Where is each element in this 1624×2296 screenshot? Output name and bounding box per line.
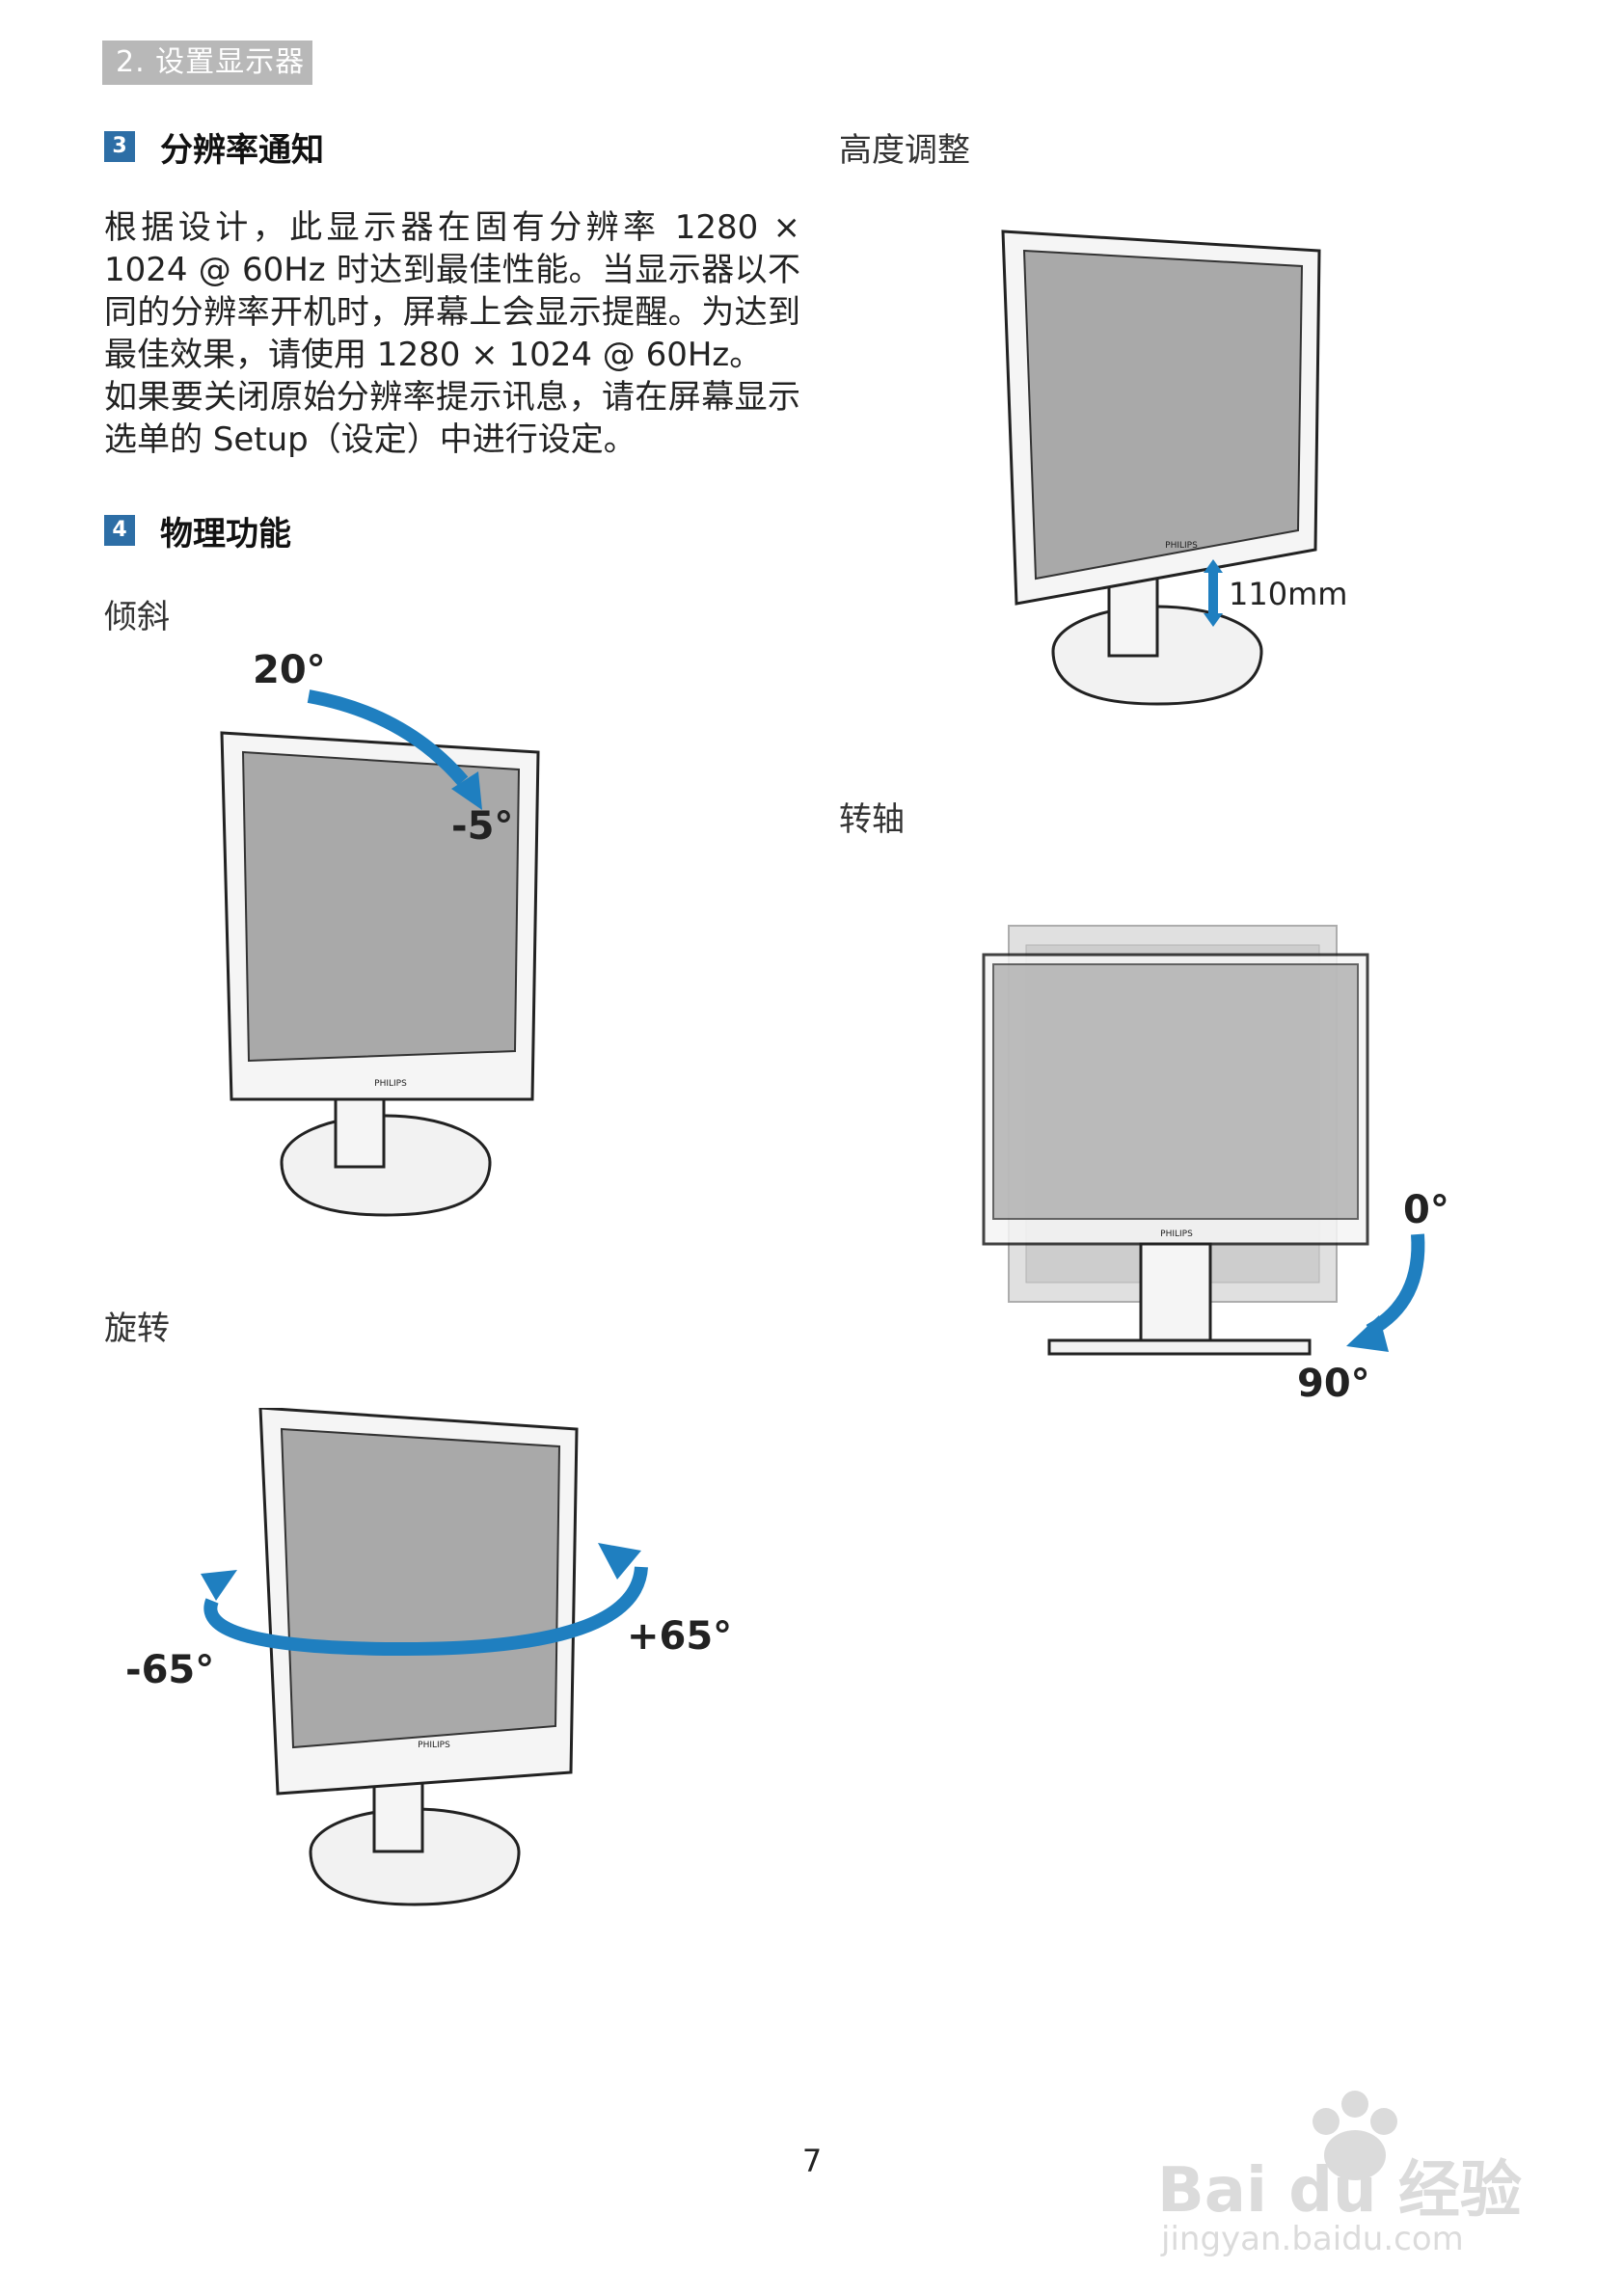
resolution-paragraph-2: 如果要关闭原始分辨率提示讯息，请在屏幕显示选单的 Setup（设定）中进行设定。 xyxy=(104,378,800,459)
paw-logo-icon xyxy=(1313,2091,1397,2180)
pivot-angle-end: 90° xyxy=(1297,1362,1370,1406)
pivot-illustration: PHILIPS 0° 90° xyxy=(982,925,1449,1406)
section-title-physical: 物理功能 xyxy=(160,515,291,554)
chapter-tab: 2. 设置显示器 xyxy=(102,41,312,85)
height-range: 110mm xyxy=(1229,576,1347,612)
swivel-illustration: PHILIPS -65° +65° xyxy=(125,1408,732,1906)
swivel-angle-right: +65° xyxy=(627,1614,732,1659)
swivel-angle-left: -65° xyxy=(125,1648,214,1692)
watermark: Bai du 经验 jingyan.baidu.com xyxy=(1157,2064,1562,2258)
pivot-label: 转轴 xyxy=(839,800,905,839)
watermark-url: jingyan.baidu.com xyxy=(1161,2220,1464,2258)
page-number: 7 xyxy=(801,2143,823,2179)
section-number-badge: 3 xyxy=(104,131,135,162)
tilt-label: 倾斜 xyxy=(104,598,170,636)
resolution-paragraph-1: 根据设计，此显示器在固有分辨率 1280 × 1024 @ 60Hz 时达到最佳… xyxy=(104,208,800,374)
height-label: 高度调整 xyxy=(839,131,970,170)
brand-logo: PHILIPS xyxy=(418,1741,450,1750)
section-number-badge: 4 xyxy=(104,515,135,546)
resolution-notice-text: 根据设计，此显示器在固有分辨率 1280 × 1024 @ 60Hz 时达到最佳… xyxy=(104,206,800,461)
tilt-illustration: PHILIPS 20° -5° xyxy=(220,648,540,1217)
brand-logo: PHILIPS xyxy=(374,1079,407,1089)
swivel-label: 旋转 xyxy=(104,1310,170,1348)
tilt-angle-back: 20° xyxy=(253,648,326,692)
pivot-angle-start: 0° xyxy=(1403,1188,1449,1232)
brand-logo: PHILIPS xyxy=(1160,1229,1193,1239)
brand-logo: PHILIPS xyxy=(1165,541,1198,551)
watermark-brand: Bai du 经验 xyxy=(1157,2155,1522,2227)
height-illustration: PHILIPS 110mm xyxy=(1001,230,1347,706)
section-title-resolution: 分辨率通知 xyxy=(160,131,324,170)
tilt-angle-forward: -5° xyxy=(451,804,513,849)
